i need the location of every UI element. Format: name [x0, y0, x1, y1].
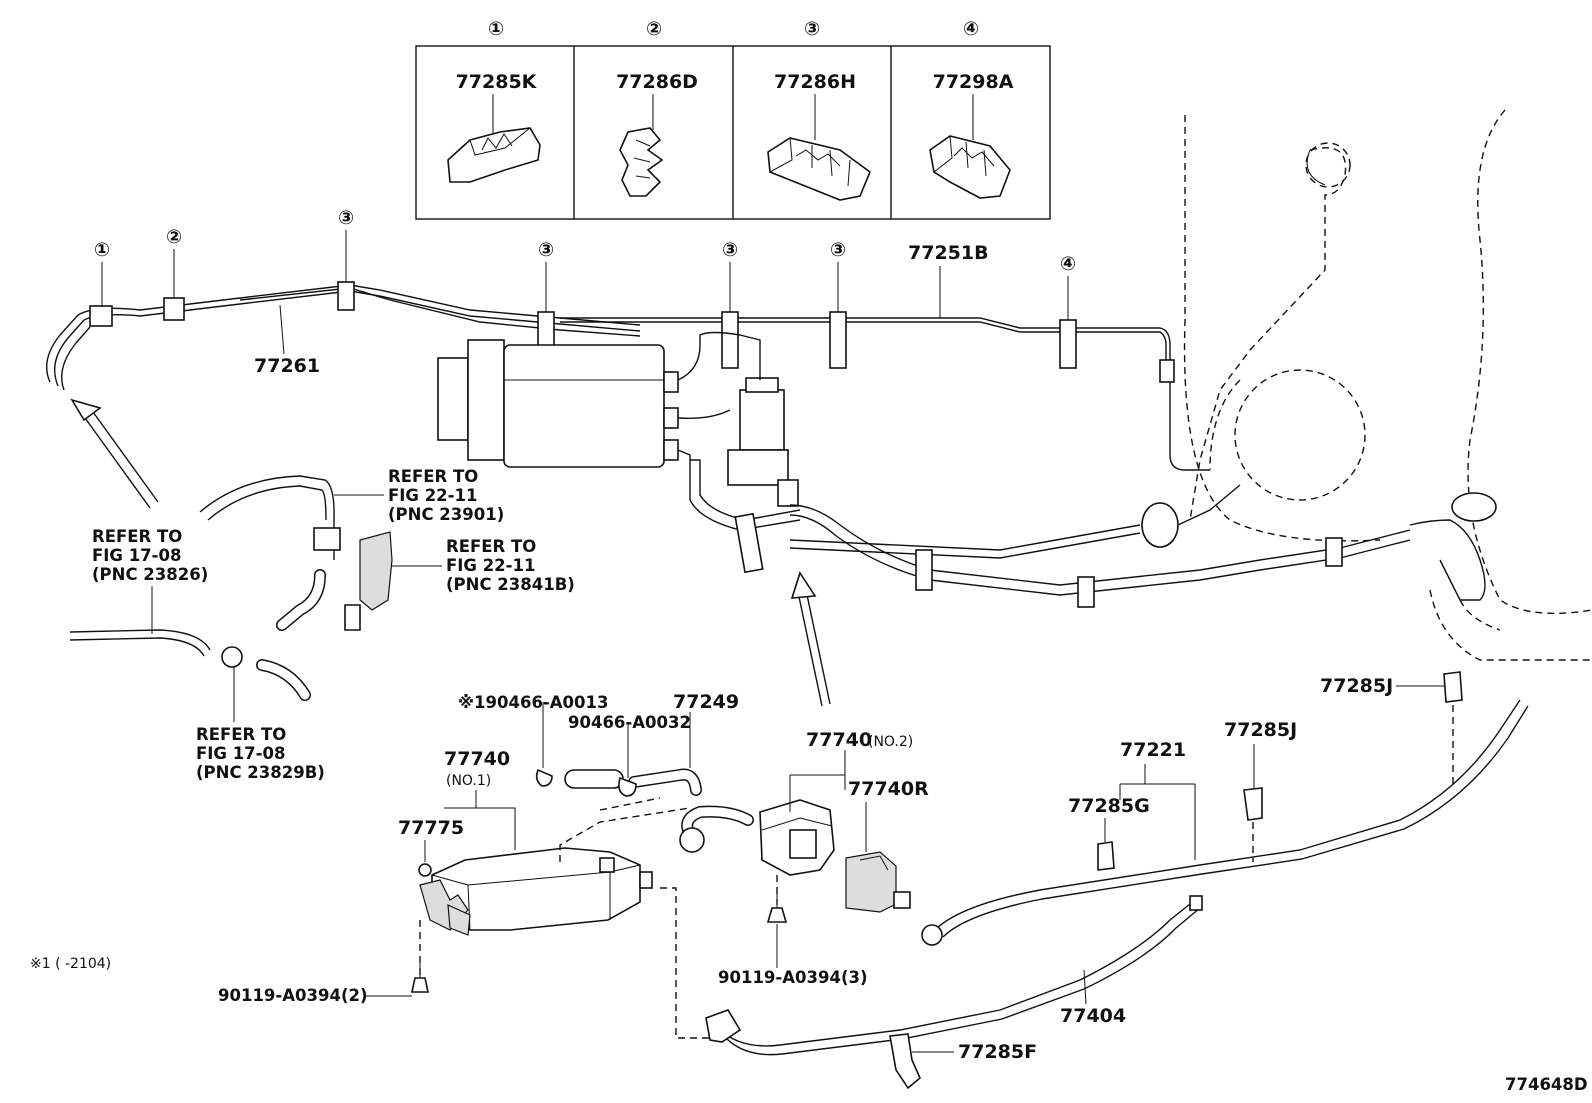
clip-77286d-icon	[619, 127, 664, 197]
callout-4: ④	[1060, 253, 1076, 275]
label-190466-a0013: ※190466-A0013	[458, 693, 608, 712]
callout-1: ①	[94, 239, 110, 261]
ref4-line2: FIG 17-08	[196, 744, 285, 763]
legend-part-77286H: 77286H	[774, 71, 856, 93]
label-77249: 77249	[673, 691, 739, 713]
label-no1: (NO.1)	[446, 773, 491, 789]
clip-3a-on-tube	[337, 281, 355, 311]
legend-part-77285K: 77285K	[456, 71, 538, 93]
clip-3d-on-tube	[829, 311, 847, 369]
label-77285f: 77285F	[958, 1041, 1037, 1063]
ref3-line2: FIG 17-08	[92, 546, 181, 565]
label-77740r: 77740R	[848, 778, 929, 800]
callout-3c: ③	[722, 239, 738, 261]
label-77740-no2: 77740	[806, 729, 872, 751]
callout-3b: ③	[538, 239, 554, 261]
label-90466-a0032: 90466-A0032	[568, 713, 691, 732]
legend-num-1: ①	[488, 18, 504, 40]
ref4-line3: (PNC 23829B)	[196, 763, 325, 782]
canister-assembly	[437, 331, 801, 574]
reference-notes: REFER TO FIG 22-11 (PNC 23901) REFER TO …	[92, 467, 575, 782]
legend-num-4: ④	[963, 18, 979, 40]
tube-callouts: ① ② ③ ③ ③ ③ ④	[94, 207, 1076, 320]
clip-4-on-tube	[1059, 319, 1077, 369]
label-77404: 77404	[1060, 1005, 1126, 1027]
label-77740-no1: 77740	[444, 748, 510, 770]
ref3-line3: (PNC 23826)	[92, 565, 208, 584]
legend-num-3: ③	[804, 18, 820, 40]
ref2-line1: REFER TO	[446, 537, 536, 556]
label-77285j-b: 77285J	[1224, 719, 1297, 741]
clip-77286h-icon	[767, 137, 871, 201]
ref1-line2: FIG 22-11	[388, 486, 477, 505]
label-77261: 77261	[254, 355, 320, 377]
ref4-line1: REFER TO	[196, 725, 286, 744]
footnote: ※1 ( -2104)	[30, 956, 111, 972]
legend-num-2: ②	[646, 18, 662, 40]
label-77251b: 77251B	[908, 242, 989, 264]
clip-77285k-icon	[447, 127, 541, 183]
ref1-line3: (PNC 23901)	[388, 505, 504, 524]
label-77285g: 77285G	[1068, 795, 1150, 817]
callout-3a: ③	[338, 207, 354, 229]
ref2-line3: (PNC 23841B)	[446, 575, 575, 594]
body-outline	[1183, 109, 1592, 661]
legend-table: ① ② ③ ④ 77285K 77286D 77286H 77298A	[415, 18, 1051, 220]
label-77285j-a: 77285J	[1320, 675, 1393, 697]
clip-2-on-tube	[163, 297, 185, 321]
legend-part-77298A: 77298A	[933, 71, 1014, 93]
label-90119-a0394-3: 90119-A0394(3)	[718, 968, 868, 987]
label-no2: (NO.2)	[868, 734, 913, 750]
clip-77298a-icon	[929, 135, 1011, 199]
label-90119-a0394-2: 90119-A0394(2)	[218, 986, 368, 1005]
exploded-lower-parts	[411, 671, 1529, 1090]
direction-arrows	[70, 398, 831, 707]
ref2-line2: FIG 22-11	[446, 556, 535, 575]
filter-component	[1141, 502, 1179, 548]
clip-1-on-tube	[89, 305, 113, 327]
referenced-parts	[69, 475, 393, 701]
ref1-line1: REFER TO	[388, 467, 478, 486]
figure-id: 774648D	[1505, 1075, 1588, 1094]
lower-labels: ※190466-A0013 77249 90466-A0032 77740 (N…	[30, 675, 1588, 1094]
clip-3c-on-tube	[721, 311, 739, 369]
legend-part-77286D: 77286D	[616, 71, 698, 93]
fuel-vapor-tubes	[46, 281, 1210, 471]
callout-2: ②	[166, 226, 182, 248]
lower-hoses-assembly	[789, 484, 1497, 608]
label-77775: 77775	[398, 817, 464, 839]
ref3-line1: REFER TO	[92, 527, 182, 546]
label-77221: 77221	[1120, 739, 1186, 761]
callout-3d: ③	[830, 239, 846, 261]
